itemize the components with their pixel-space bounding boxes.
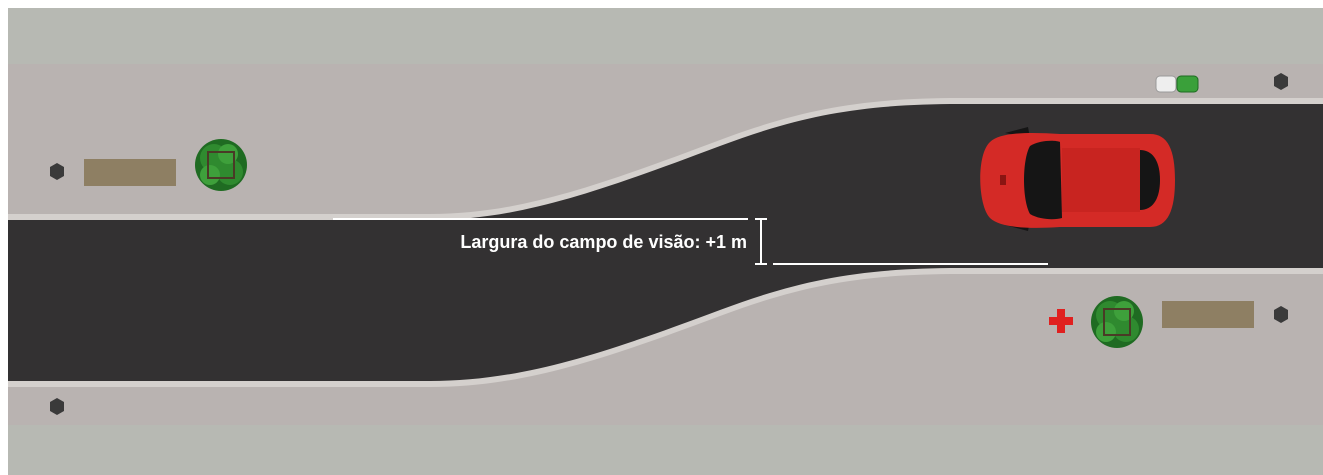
car-icon	[980, 127, 1175, 231]
bottom-outer-strip	[8, 425, 1323, 475]
bollard-icon	[1274, 73, 1288, 90]
bollard-icon	[50, 163, 64, 180]
tree-icon	[195, 139, 247, 191]
bench-icon	[84, 159, 176, 186]
top-outer-strip	[8, 8, 1323, 64]
tree-icon	[1091, 296, 1143, 348]
bollard-icon	[50, 398, 64, 415]
width-bracket	[755, 218, 767, 265]
field-of-vision-label: Largura do campo de visão: +1 m	[460, 232, 747, 252]
bench-icon	[1162, 301, 1254, 328]
cross-icon	[1049, 309, 1073, 333]
bin-icon	[1155, 75, 1199, 93]
bollard-icon	[1274, 306, 1288, 323]
